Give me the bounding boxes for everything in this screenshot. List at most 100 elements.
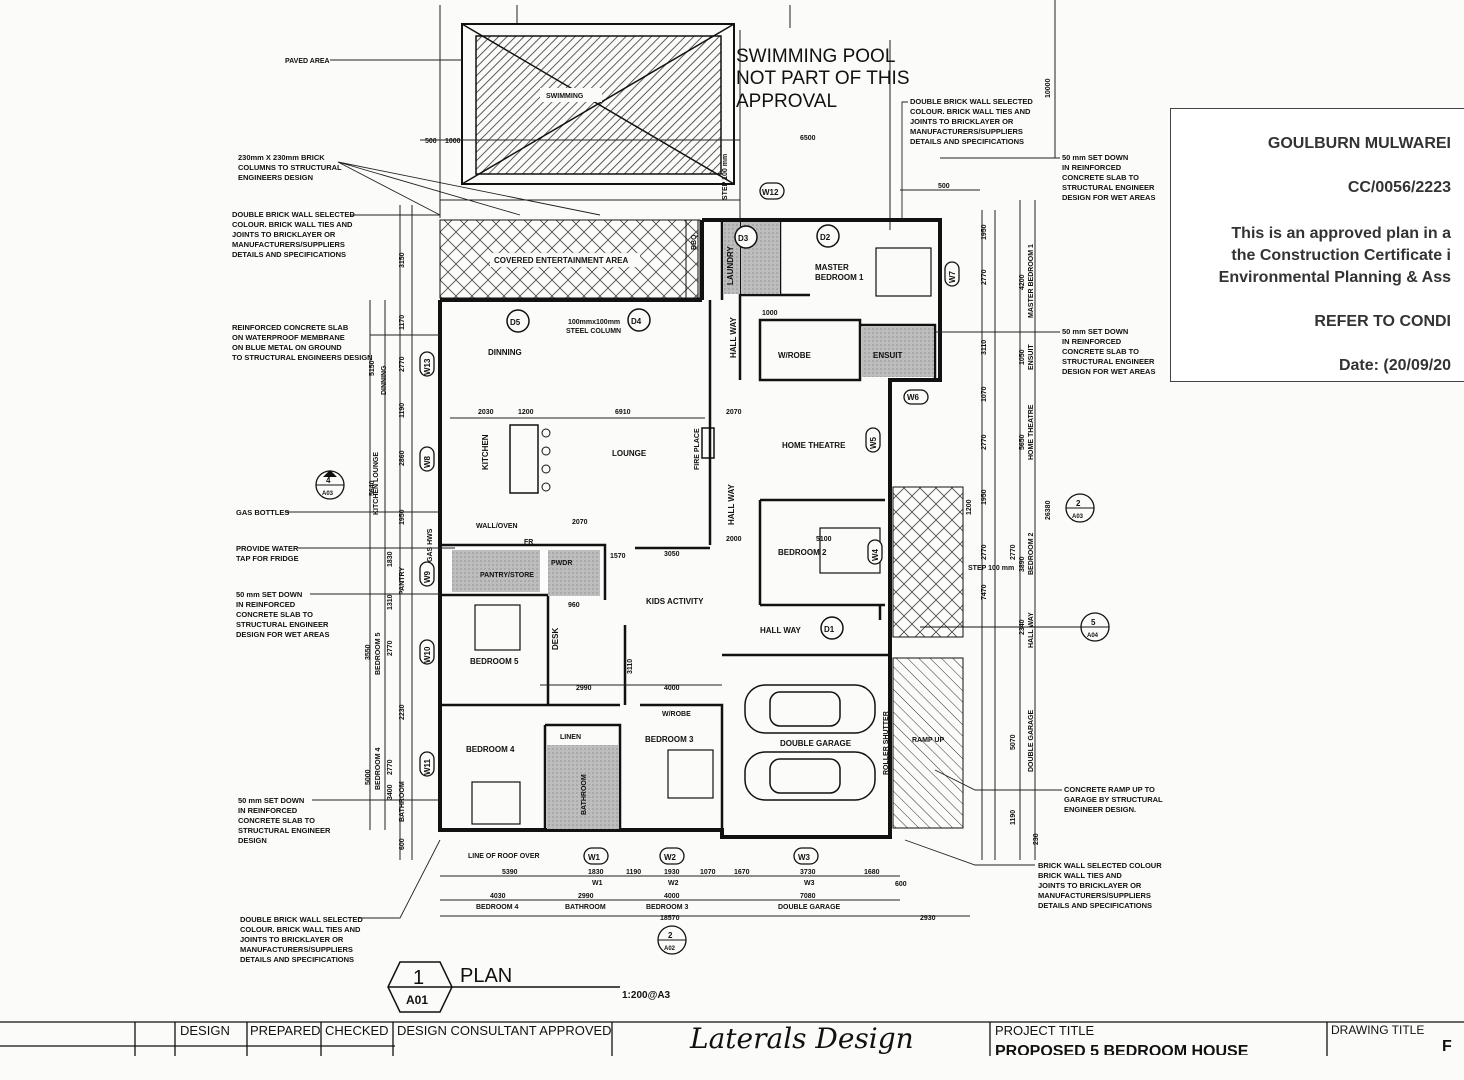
dim-left-13: 2770 (387, 759, 394, 775)
door-tag-d5 (506, 309, 530, 333)
dim-top-2: 6500 (800, 135, 816, 142)
dim-left-label-6: GAS HWS (427, 528, 434, 562)
bedroom4-label: BEDROOM 4 (466, 745, 515, 754)
side-paving (892, 486, 964, 638)
dim-int-8: 4000 (664, 685, 680, 692)
stamp-council: GOULBURN MULWAREI (1267, 135, 1451, 152)
svg-text:PROVIDE WATER: PROVIDE WATER (236, 544, 299, 553)
dim-top-0b: 500 (938, 183, 950, 190)
dim-bot-total: 18570 (660, 915, 680, 922)
dim-bot-label-bed4: BEDROOM 4 (476, 904, 519, 911)
svg-text:JOINTS TO BRICKLAYER OR: JOINTS TO BRICKLAYER OR (1038, 881, 1142, 890)
dim-bot-5: 1670 (734, 869, 750, 876)
master-label-1: MASTER (815, 263, 849, 272)
dim-bot-small: 600 (895, 881, 907, 888)
window-w2: W2 (664, 853, 677, 862)
swimming-pool: SWIMMING (461, 23, 735, 185)
title-block-lines (0, 1021, 1464, 1056)
tb-project-title: PROJECT TITLE (995, 1023, 1095, 1038)
dinning-label: DINNING (488, 348, 522, 357)
door-d4: D4 (631, 317, 642, 326)
dim-int-5: 3050 (664, 551, 680, 558)
svg-text:COLOUR. BRICK WALL TIES AND: COLOUR. BRICK WALL TIES AND (240, 925, 361, 934)
window-tag-w2 (659, 847, 685, 865)
dim-left-label-5: BATHROOM (399, 781, 406, 822)
roller-shutter-label: ROLLER SHUTTER (883, 711, 890, 775)
window-tag-w4 (867, 539, 883, 565)
dim-int-3: 2070 (726, 409, 742, 416)
window-w4: W4 (871, 548, 880, 561)
pwdr-floor (548, 550, 600, 596)
steel-col-2: STEEL COLUMN (566, 328, 621, 335)
dim-int-9: 2000 (726, 536, 742, 543)
dim-right-label-0: MASTER BEDROOM 1 (1028, 244, 1035, 318)
fireplace-label: FIRE PLACE (694, 428, 701, 470)
dim-bot-2: 1190 (626, 869, 641, 876)
svg-text:DESIGN FOR WET AREAS: DESIGN FOR WET AREAS (1062, 193, 1155, 202)
bathroom-label: BATHROOM (581, 774, 588, 815)
svg-text:MANUFACTURERS/SUPPLIERS: MANUFACTURERS/SUPPLIERS (232, 240, 345, 249)
window-tag-w3 (793, 847, 819, 865)
dim-right-13: 3890 (1019, 556, 1026, 572)
dim-right-2: 4200 (1019, 274, 1026, 290)
wall-oven-label: WALL/OVEN (476, 523, 518, 530)
ensuit-floor (862, 327, 934, 377)
svg-text:MANUFACTURERS/SUPPLIERS: MANUFACTURERS/SUPPLIERS (240, 945, 353, 954)
dim-left-label-4: BEDROOM 4 (375, 748, 382, 791)
house-walls (438, 218, 942, 839)
svg-text:STRUCTURAL ENGINEER: STRUCTURAL ENGINEER (236, 620, 329, 629)
door-d2: D2 (820, 233, 831, 242)
svg-text:MANUFACTURERS/SUPPLIERS: MANUFACTURERS/SUPPLIERS (1038, 891, 1151, 900)
plan-sheet: A01 (406, 993, 428, 1007)
note-ramp: CONCRETE RAMP UP TO GARAGE BY STRUCTURAL… (1064, 785, 1163, 814)
stamp-refer: REFER TO CONDI (1314, 313, 1451, 330)
svg-text:DOUBLE BRICK WALL SELECTED: DOUBLE BRICK WALL SELECTED (232, 210, 355, 219)
internal-walls (440, 220, 937, 830)
dim-left-label-1: KITCHEN LOUNGE (373, 452, 380, 515)
tb-consultant: DESIGN CONSULTANT APPROVED (397, 1023, 612, 1038)
dim-right-6: 2770 (981, 434, 988, 450)
left-leader-lines (285, 59, 601, 919)
window-w1: W1 (588, 853, 601, 862)
stamp-line2: the Construction Certificate i (1231, 247, 1451, 264)
dim-bot-row2-1: 2990 (578, 893, 594, 900)
dim-bot-label-garage: DOUBLE GARAGE (778, 904, 841, 911)
section-2-num: 2 (1076, 499, 1081, 508)
svg-text:STRUCTURAL ENGINEER: STRUCTURAL ENGINEER (238, 826, 331, 835)
svg-text:IN REINFORCED: IN REINFORCED (238, 806, 298, 815)
tb-checked: CHECKED (325, 1023, 389, 1038)
note-brick-2: DOUBLE BRICK WALL SELECTED COLOUR. BRICK… (240, 915, 363, 964)
tb-prepared: PREPARED (250, 1023, 321, 1038)
note-brick-bottom: BRICK WALL SELECTED COLOUR BRICK WALL TI… (1038, 861, 1162, 910)
section-4-num: 4 (326, 476, 331, 485)
dim-left-4: 1190 (399, 403, 406, 418)
plan-num: 1 (413, 967, 424, 989)
door-tag-d4 (627, 308, 651, 332)
dim-int-11: 1000 (762, 310, 778, 317)
window-w11: W11 (423, 758, 432, 775)
dim-bot-row2-3: 7080 (800, 893, 816, 900)
dim-top-4: 10000 (1045, 78, 1052, 98)
dim-right-label-1: ENSUIT (1028, 344, 1035, 370)
door-tag-d1 (820, 616, 844, 640)
step-label-2: STEP 100 mm (722, 154, 729, 200)
svg-text:CONCRETE SLAB TO: CONCRETE SLAB TO (1062, 173, 1139, 182)
covered-ent-label: COVERED ENTERTAINMENT AREA (494, 256, 628, 265)
window-w10: W10 (423, 646, 432, 663)
svg-text:DETAILS AND SPECIFICATIONS: DETAILS AND SPECIFICATIONS (910, 137, 1024, 146)
dim-int-12: 960 (568, 602, 580, 609)
garage-label: DOUBLE GARAGE (780, 739, 852, 748)
dim-right-label-5: DOUBLE GARAGE (1028, 709, 1035, 772)
svg-text:50 mm SET DOWN: 50 mm SET DOWN (236, 590, 302, 599)
dim-right-8: 2770 (981, 544, 988, 560)
svg-text:ON WATERPROOF MEMBRANE: ON WATERPROOF MEMBRANE (232, 333, 345, 342)
svg-text:IN REINFORCED: IN REINFORCED (1062, 163, 1122, 172)
svg-text:DETAILS AND SPECIFICATIONS: DETAILS AND SPECIFICATIONS (232, 250, 346, 259)
svg-text:COLUMNS TO STRUCTURAL: COLUMNS TO STRUCTURAL (238, 163, 342, 172)
covered-entertainment-area: COVERED ENTERTAINMENT AREA BBQ (439, 219, 701, 299)
section-5-num: 5 (1091, 618, 1096, 627)
svg-text:COLOUR. BRICK WALL TIES AND: COLOUR. BRICK WALL TIES AND (232, 220, 353, 229)
window-tag-w5 (865, 427, 881, 453)
window-tag-w1 (583, 847, 609, 865)
